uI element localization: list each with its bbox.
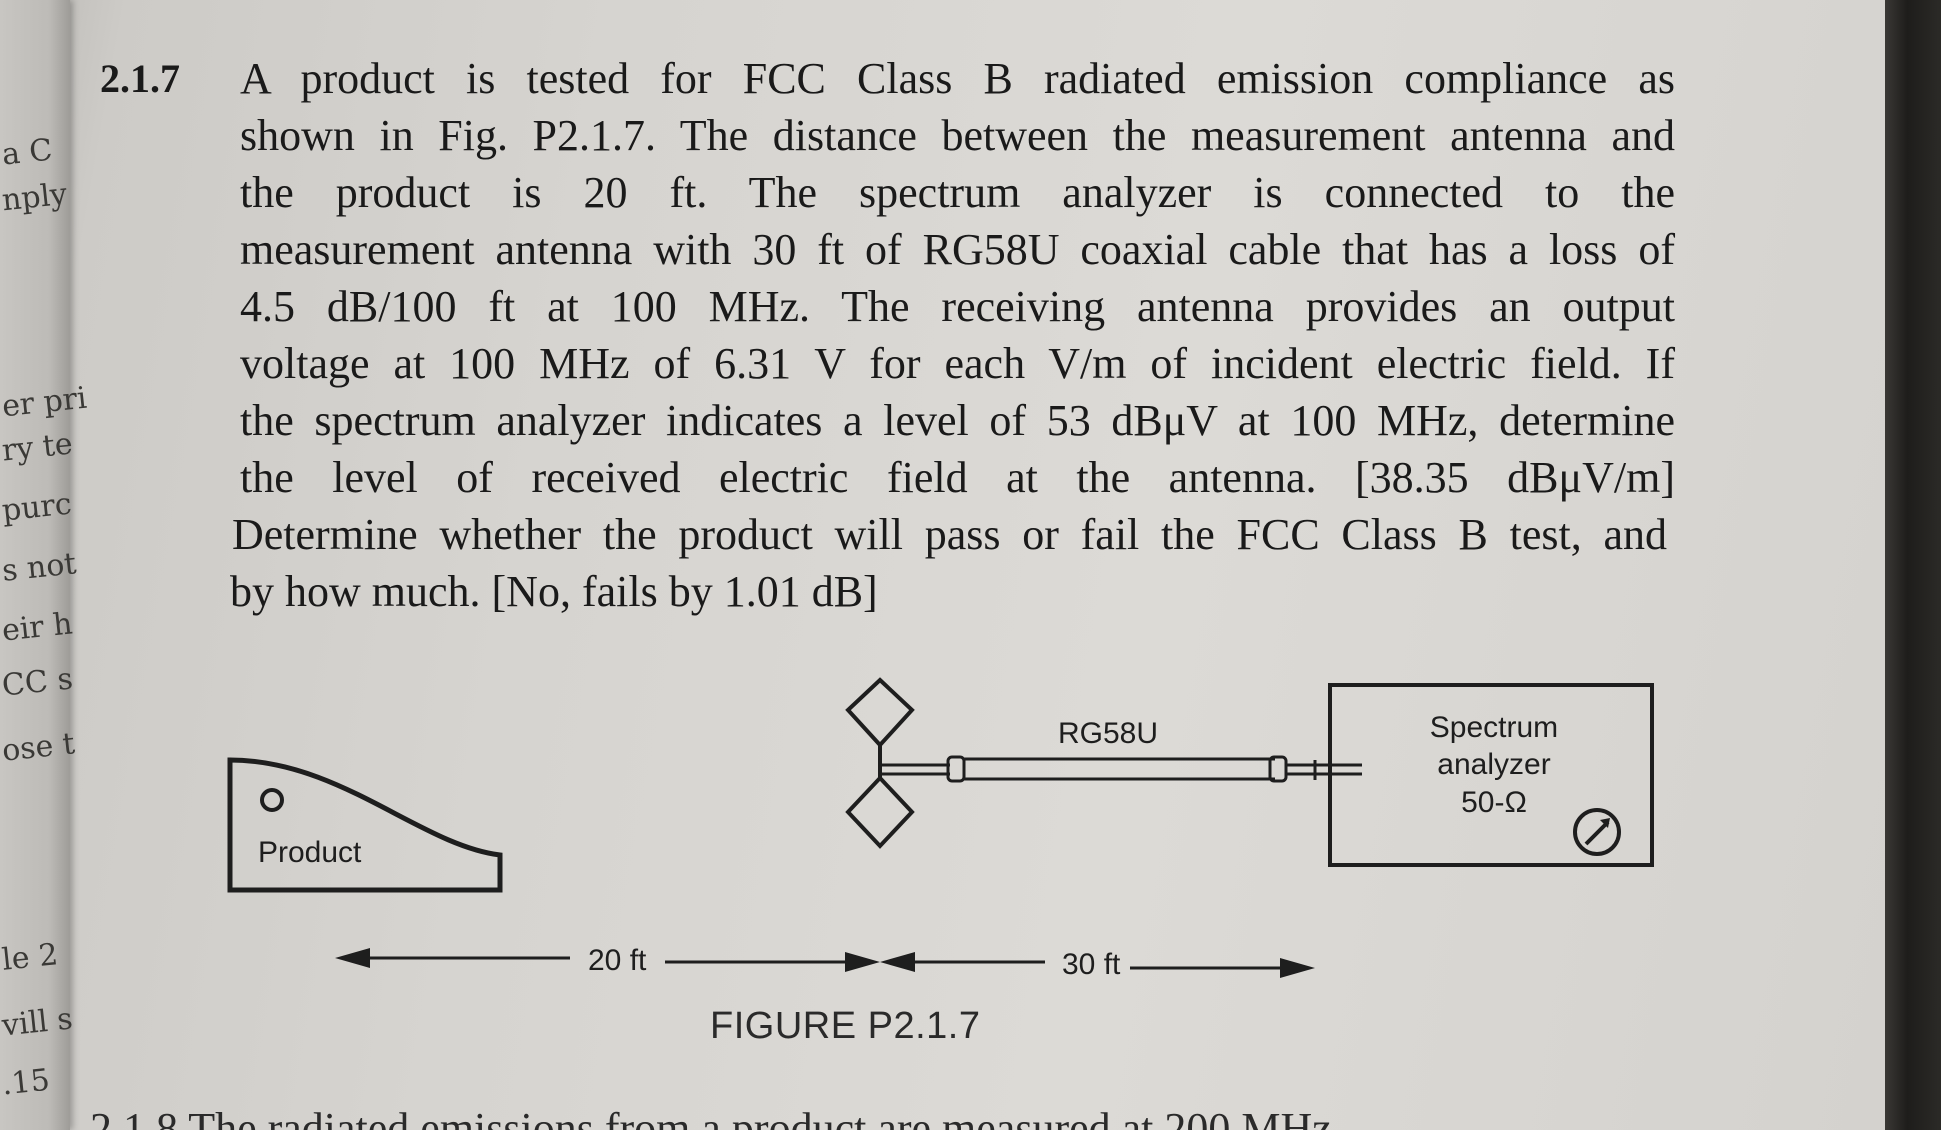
cable-label: RG58U <box>1058 717 1158 750</box>
meter-dial-icon <box>1573 808 1621 856</box>
distance-cable-label: 30 ft <box>1062 948 1121 981</box>
distance-dimension: 20 ft 30 ft <box>335 944 1315 981</box>
problem-line: shown in Fig. P2.1.7. The distance betwe… <box>240 111 1675 160</box>
product-box: Product <box>227 757 503 893</box>
problem-line: Determine whether the product will pass … <box>232 510 1667 559</box>
problem-line: A product is tested for FCC Class B radi… <box>240 54 1675 103</box>
next-problem-partial: 2.1.8 The radiated emissions from a prod… <box>90 1104 1332 1130</box>
problem-number: 2.1.7 <box>100 56 180 101</box>
page-edge-shadow <box>1885 0 1941 1130</box>
textbook-page: a C nply er pri ry te purc s not eir h C… <box>0 0 1895 1130</box>
problem-line: 4.5 dB/100 ft at 100 MHz. The receiving … <box>240 282 1675 331</box>
distance-antenna-label: 20 ft <box>588 944 647 977</box>
test-setup-figure: Product RG58U Spectrum analyzer <box>227 677 1654 981</box>
problem-line: the spectrum analyzer indicates a level … <box>240 396 1675 445</box>
adjacent-page-margin: a C nply er pri ry te purc s not eir h C… <box>0 0 88 1130</box>
problem-line: measurement antenna with 30 ft of RG58U … <box>240 225 1675 274</box>
figure-caption: FIGURE P2.1.7 <box>710 1005 981 1047</box>
coax-cable: RG58U <box>882 717 1362 783</box>
arrow-left-icon <box>880 952 915 972</box>
biconical-antenna-icon <box>845 677 915 849</box>
arrow-right-icon <box>845 952 880 972</box>
problem-line: by how much. [No, fails by 1.01 dB] <box>230 567 878 616</box>
problem-line: the product is 20 ft. The spectrum analy… <box>240 168 1675 217</box>
spectrum-analyzer-box: Spectrum analyzer 50-Ω <box>1328 683 1654 867</box>
product-label: Product <box>258 836 362 869</box>
analyzer-label-line: analyzer <box>1437 748 1550 781</box>
analyzer-label-line: Spectrum <box>1430 711 1558 744</box>
arrow-right-icon <box>1280 958 1315 978</box>
problem-line: voltage at 100 MHz of 6.31 V for each V/… <box>240 339 1675 388</box>
arrow-left-icon <box>335 948 370 968</box>
product-indicator-icon <box>260 788 284 812</box>
analyzer-label-line: 50-Ω <box>1461 786 1527 819</box>
problem-line: the level of received electric field at … <box>240 453 1675 502</box>
